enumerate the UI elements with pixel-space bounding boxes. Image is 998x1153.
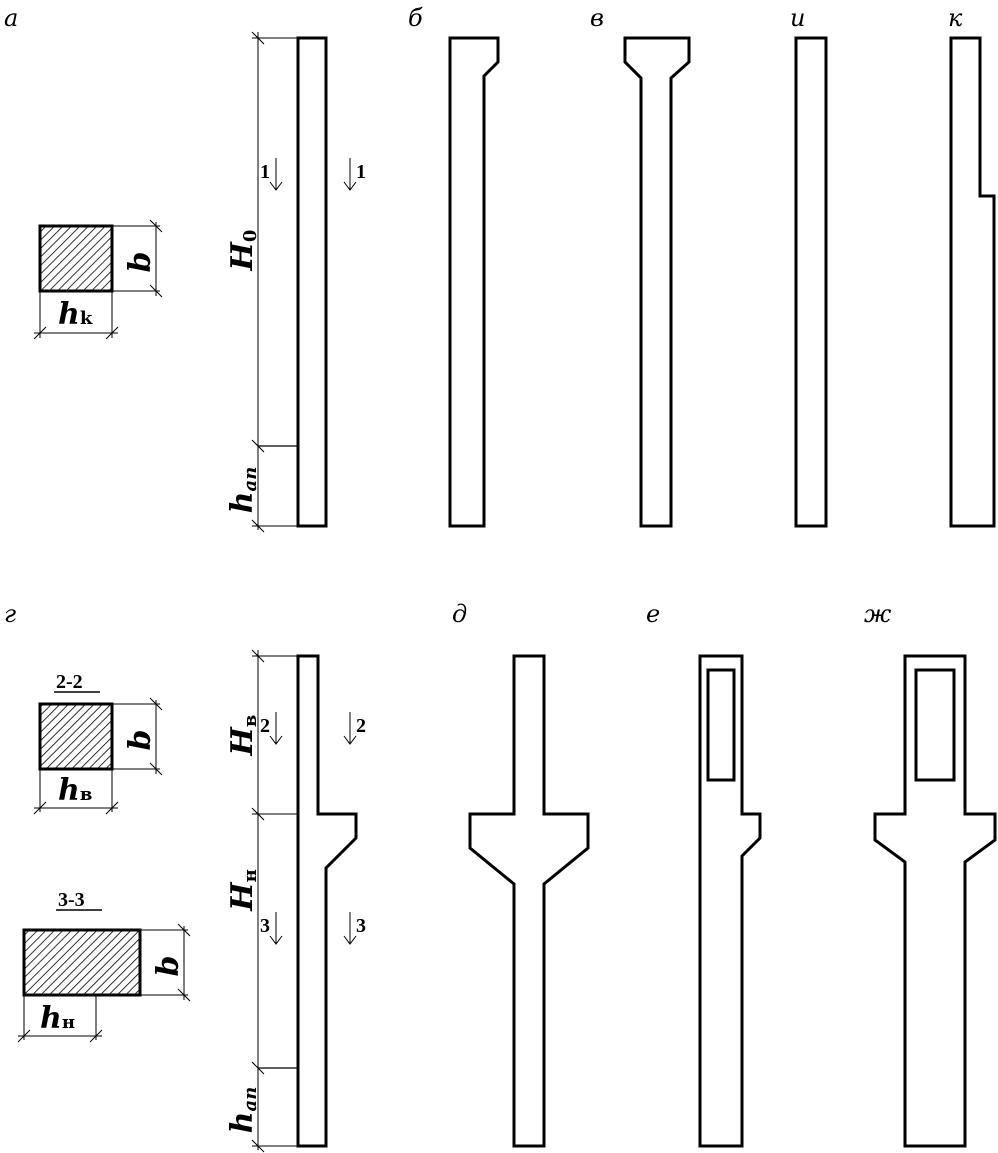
label-i: и <box>790 4 805 32</box>
column-v <box>623 36 691 528</box>
dim-b-label-2: b <box>123 730 158 751</box>
cross-section-a: b hk <box>33 219 163 340</box>
label-v: в <box>590 4 604 32</box>
section-hatched-rect <box>38 224 114 293</box>
column-a: H0 han 1 1 <box>225 31 366 533</box>
column-e <box>698 654 762 1148</box>
dim-hn-label: hн <box>40 1001 75 1036</box>
dim-Hv-label: Hв <box>225 715 261 757</box>
label-a: а <box>4 4 18 32</box>
cross-section-3-3: 3-3 b hн <box>17 889 191 1043</box>
cut-1-right-label: 1 <box>356 161 366 183</box>
section-2-2-title: 2-2 <box>56 671 83 693</box>
label-k: к <box>948 4 963 32</box>
label-g: г <box>4 600 16 628</box>
column-k <box>949 36 996 528</box>
dim-han-label-g: han <box>225 1087 261 1134</box>
column-body <box>296 36 328 528</box>
dim-H0-label: H0 <box>225 230 261 272</box>
dim-b-label: b <box>123 252 158 273</box>
label-d: д <box>452 600 467 628</box>
dim-hk-label: hk <box>58 297 93 332</box>
dim-han-label-a: han <box>225 467 261 514</box>
cut-1-left-label: 1 <box>260 161 270 183</box>
label-b: б <box>408 4 423 32</box>
column-d <box>468 654 590 1148</box>
column-g: Hв Hн han 2 2 3 3 <box>225 649 366 1153</box>
label-e: е <box>646 600 660 628</box>
column-b <box>448 36 500 528</box>
dim-b-label-3: b <box>151 956 186 977</box>
cut-2-right-label: 2 <box>356 715 366 737</box>
cross-section-2-2: 2-2 b hв <box>33 671 163 815</box>
column-i <box>794 36 828 528</box>
column-zh <box>873 654 997 1148</box>
cut-3-left-label: 3 <box>260 915 270 937</box>
cut-3-right-label: 3 <box>356 915 366 937</box>
dim-Hn-label: Hн <box>225 869 261 912</box>
label-zh: ж <box>864 600 892 628</box>
cut-2-left-label: 2 <box>260 715 270 737</box>
section-3-3-title: 3-3 <box>58 889 85 911</box>
column-e-opening <box>706 668 736 782</box>
column-zh-opening <box>914 668 956 782</box>
dim-hv-label: hв <box>58 773 92 808</box>
